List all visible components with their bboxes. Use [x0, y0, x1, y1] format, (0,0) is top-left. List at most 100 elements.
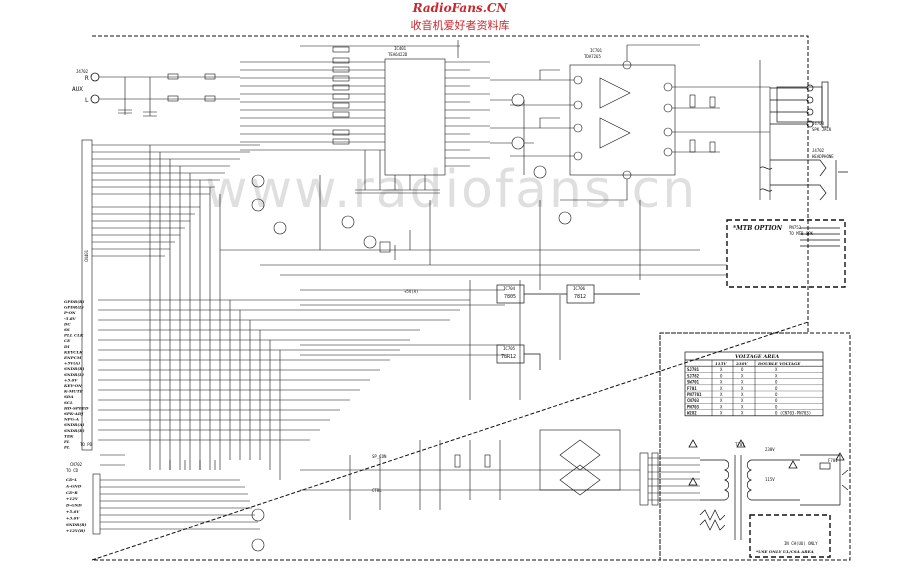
power-area-box	[659, 332, 851, 561]
left-connector-pin-label: SS	[64, 327, 70, 332]
voltage-table-cell: SW701	[687, 380, 700, 385]
left-connector-pin-label: GPDR(L)	[64, 305, 84, 310]
regulator-2-ref: IC706	[573, 286, 586, 291]
site-title: RadioFans.CN	[412, 1, 508, 15]
left-connector-pin-label: SNDR(L)	[64, 372, 84, 377]
left-connector-block	[81, 139, 470, 480]
aux-l-jack-icon	[90, 94, 100, 104]
bus-label-pcon: SP_CON	[372, 454, 387, 459]
left-connector-pin-label: KEY-ON	[63, 383, 82, 388]
cd-connector-label: TO CD	[66, 468, 79, 473]
voltage-table-cell: F701	[687, 386, 697, 391]
left-connector-pin-label: ENPCM	[63, 355, 82, 360]
selector-ic-ref: IC401	[394, 46, 407, 51]
voltage-table-cell: X	[720, 411, 723, 416]
board-outline	[91, 35, 809, 561]
aux-r-jack-icon	[90, 72, 100, 82]
left-connector-pin-label: DC	[63, 321, 71, 326]
left-connector-pin-label: SNDR(A)	[64, 422, 84, 427]
left-connector-pin-label: FL	[63, 445, 70, 450]
left-connector-pin-label: SPK-ADJ	[64, 411, 84, 416]
voltage-table-cell: PN7701	[687, 392, 702, 397]
mtb-connector-label: TO MTB SPK	[789, 231, 814, 236]
aux-input-wiring	[99, 73, 240, 117]
mtb-option-box	[726, 219, 846, 288]
left-connector-pin-label: TEK	[64, 433, 74, 438]
site-subtitle: 收音机爱好者资料库	[410, 19, 510, 32]
cd-connector-labels: CD-LA-GNDCD-R+12VD-GND+5.6V+3.6VSNDR(R)+…	[65, 477, 87, 533]
middle-bus-wiring	[220, 175, 727, 400]
cd-connector-pin-label: +3.6V	[66, 515, 80, 520]
voltage-table-cell: X	[720, 380, 723, 385]
cd-connector-ref: CN702	[70, 462, 83, 467]
cd-connector-pin-label: CD-L	[66, 477, 77, 482]
left-connector-pin-label: -5.8V	[64, 316, 77, 321]
left-connector-pin-label: SNDR(R)	[64, 366, 85, 371]
left-connector-pin-label: KEYCLK	[63, 349, 83, 354]
spk-jack-label: SPK JACK	[812, 127, 832, 132]
voltage-table-cell: X	[720, 392, 723, 397]
voltage-table-cell: X	[741, 380, 744, 385]
voltage-table-cell: X	[741, 392, 744, 397]
transformer-voltage-115: 115V	[765, 477, 775, 482]
selector-ic-body	[240, 40, 490, 194]
cd-connector-pin-label: +12V	[66, 496, 79, 501]
ps-note-1: IN CH(UU) ONLY	[784, 541, 818, 546]
headphone-ref: J4702	[812, 148, 825, 153]
left-connector-pin-label: FL	[63, 439, 70, 444]
regulator-blocks	[496, 284, 640, 370]
left-connector-pin-label: NPG-A	[63, 417, 79, 422]
voltage-table-cell: X	[720, 386, 723, 391]
voltage-table-header: 230V	[735, 361, 748, 366]
headphone-label: HEADPHONE	[812, 154, 834, 159]
voltage-table-cell: O	[775, 398, 778, 403]
spk-jack-ref: J4703	[812, 121, 825, 126]
mtb-connector-ref: PN752	[789, 225, 802, 230]
voltage-table-cell: O	[741, 367, 744, 372]
voltage-table-cell: O	[775, 380, 778, 385]
left-connector-pin-label: DI	[63, 344, 69, 349]
left-connector-pin-label: P-ON	[63, 310, 76, 315]
power-transformer	[699, 454, 849, 540]
voltage-table-cell: X	[775, 367, 778, 372]
aux-jack-ref: J4702	[76, 69, 89, 74]
voltage-table-cell: X	[741, 386, 744, 391]
transformer-voltage: 230V	[765, 447, 775, 452]
left-connector-ref: CN401	[84, 249, 89, 262]
voltage-table-cell: X	[741, 398, 744, 403]
cd-connector-pin-label: +12V(B)	[66, 528, 85, 533]
inter-board-connector	[639, 452, 700, 506]
cd-connector-pin-label: D-GND	[65, 503, 82, 508]
voltage-table-cell: SJ781	[687, 367, 700, 372]
mtb-option-title: *MTB OPTION	[733, 225, 783, 232]
regulator-1-part: 7805	[504, 294, 516, 300]
cn701-label: TO PD	[80, 442, 93, 447]
left-connector-pin-label: +5V(A)	[64, 361, 80, 366]
voltage-table-cell: O	[775, 386, 778, 391]
cd-connector-pin-label: A-GND	[65, 483, 82, 488]
amp-ic-part: TDA7265	[584, 54, 601, 59]
ps-note-2: *USE ONLY UL/CSA AREA	[756, 549, 814, 554]
left-connector-pin-label: CE	[64, 338, 71, 343]
transistor-cluster	[251, 93, 572, 552]
left-connector-pin-label: SCL	[64, 400, 73, 405]
bus-label-ctrl: CTRL	[372, 488, 382, 493]
regulator-3-ref: IC705	[503, 346, 516, 351]
left-connector-pin-label: HD-SPEED	[63, 405, 89, 410]
regulator-1-ref: IC704	[503, 286, 516, 291]
voltage-table-cell: X	[741, 411, 744, 416]
left-connector-pin-label: K-MUTE	[63, 389, 84, 394]
left-connector-pin-label: +5.6V	[64, 377, 78, 382]
voltage-table-cell: O (CN703-PN703)	[775, 411, 811, 416]
voltage-table-cell: CN703	[687, 398, 700, 403]
amp-ic-ref: IC701	[590, 48, 603, 53]
voltage-table-frame	[684, 351, 824, 417]
voltage-table-cell: X	[720, 367, 723, 372]
voltage-table-cell: X	[775, 373, 778, 378]
amp-ic-body	[490, 44, 771, 201]
cd-connector-block	[92, 473, 260, 535]
regulator-3-part: 78R12	[501, 354, 516, 360]
voltage-table-cell: W282	[687, 411, 697, 416]
